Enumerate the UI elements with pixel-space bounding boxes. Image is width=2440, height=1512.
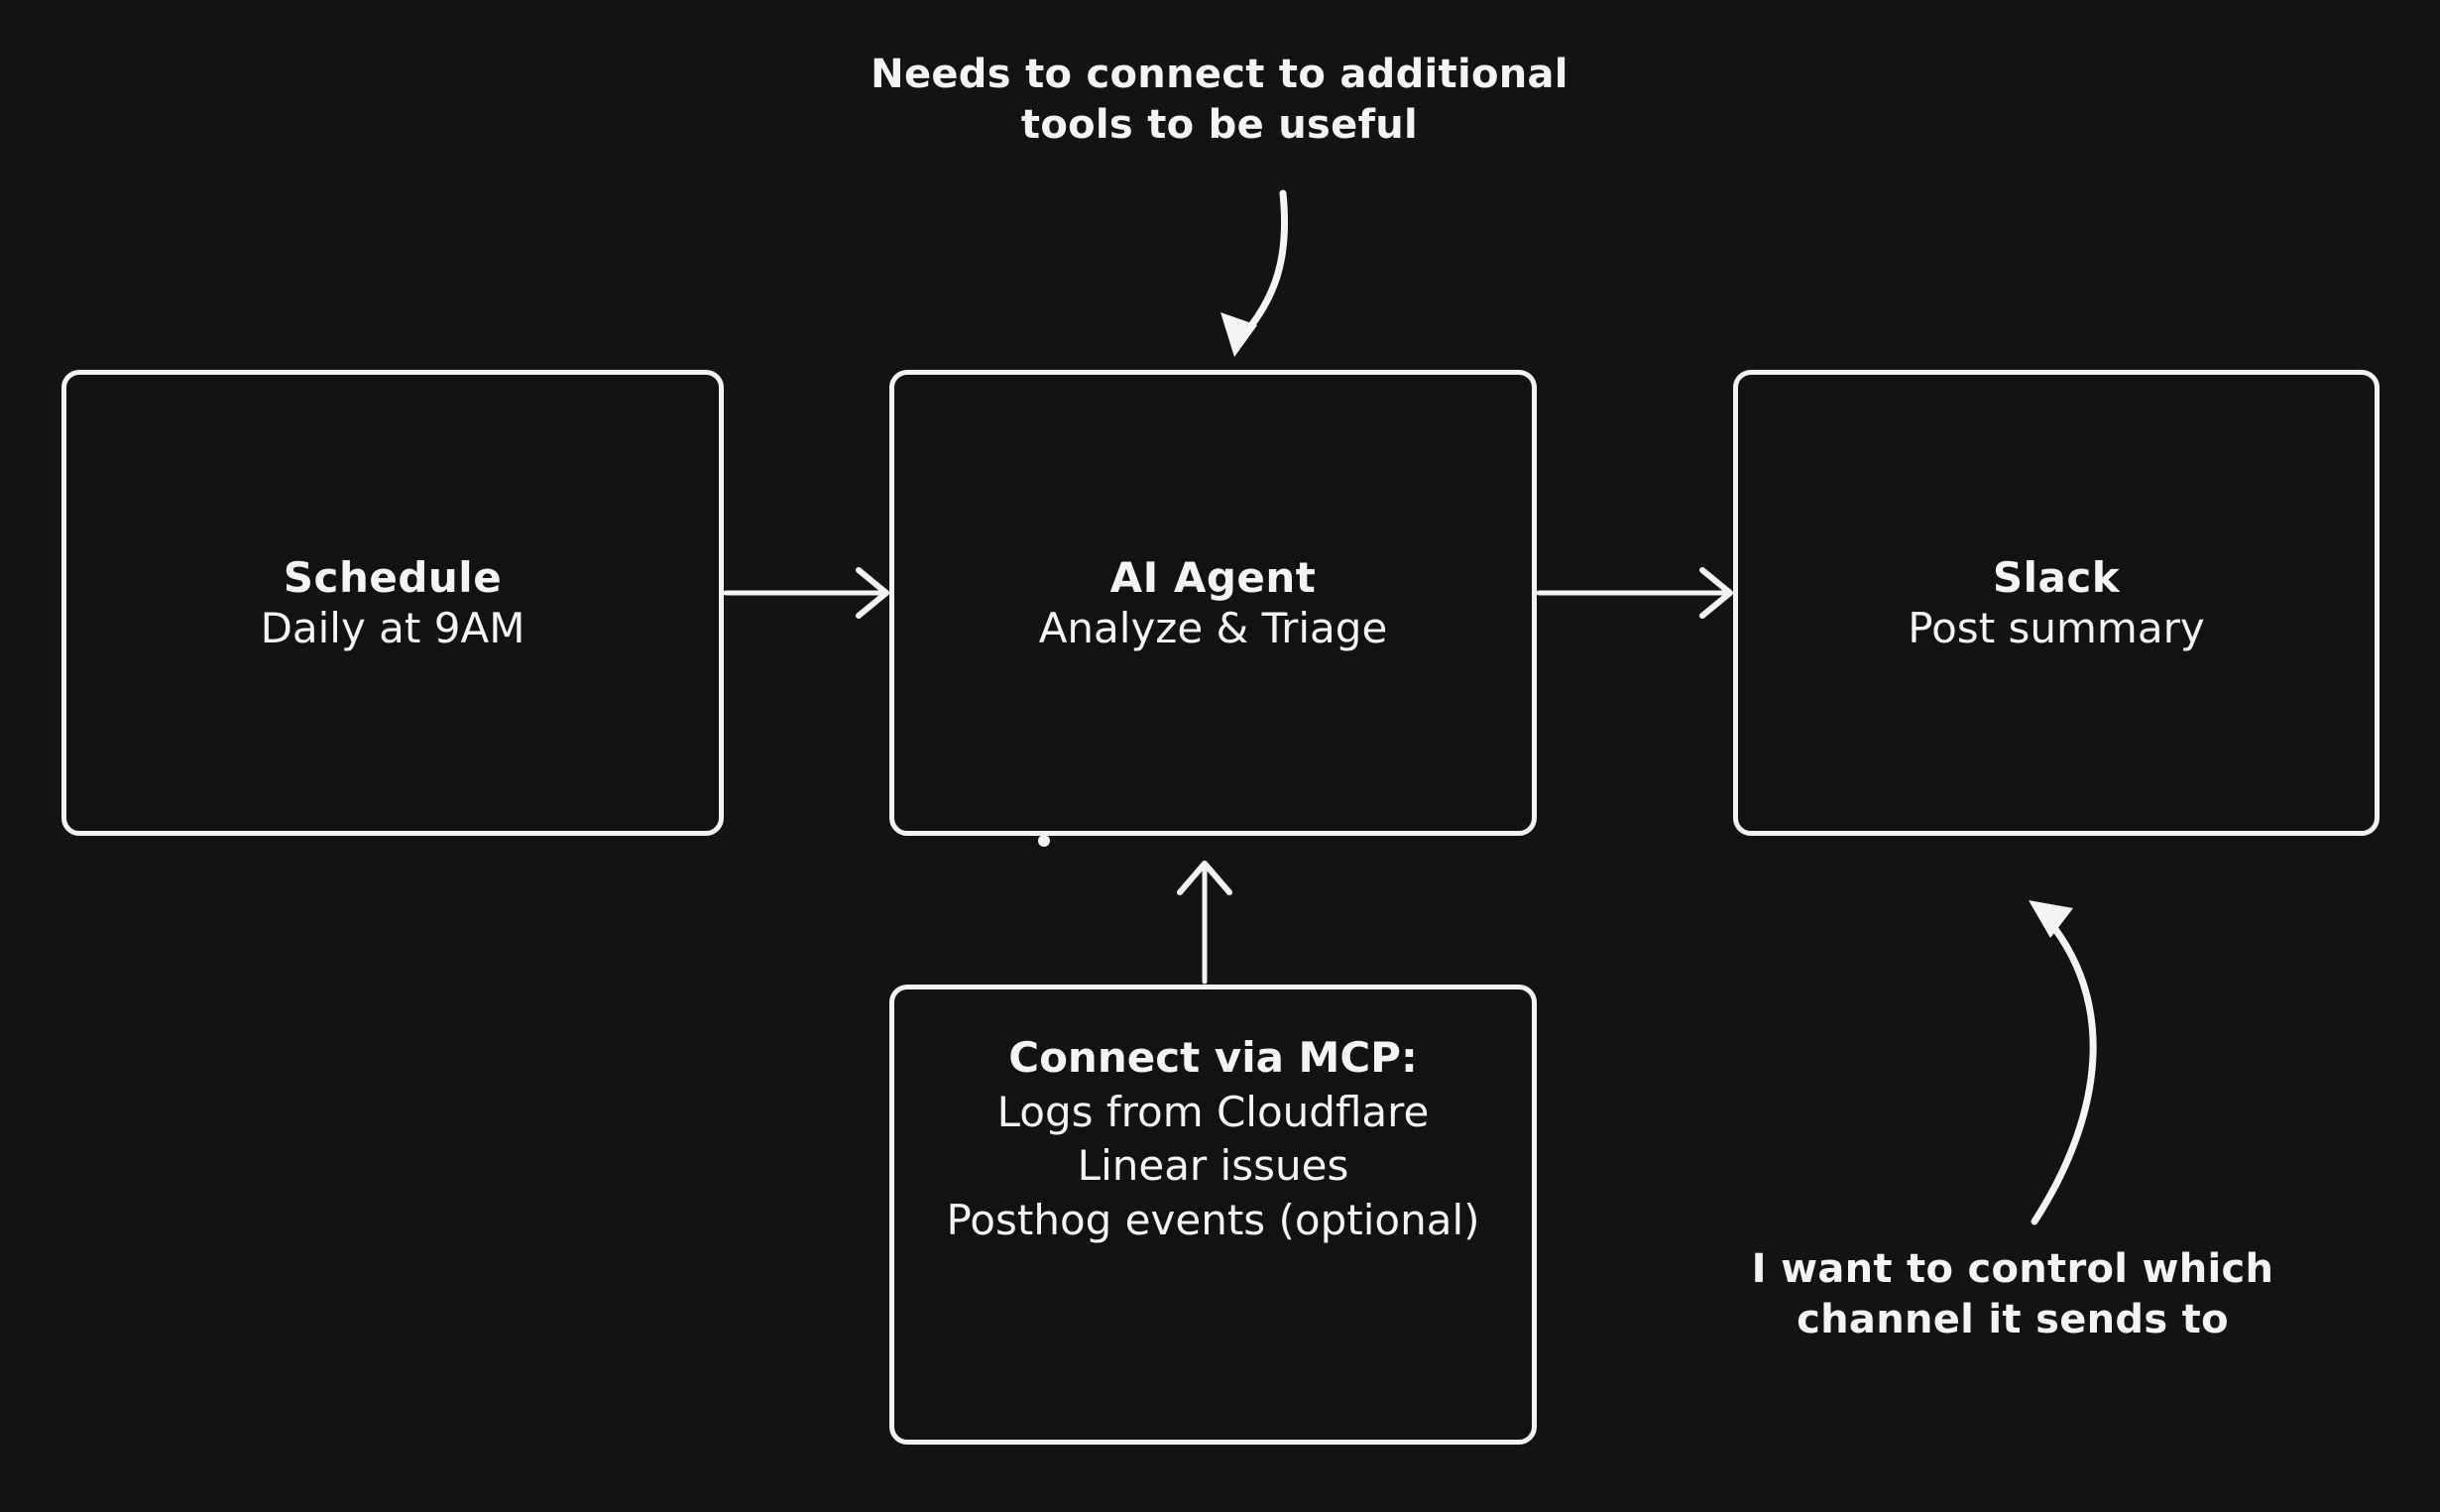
annotation-top-line-1: Needs to connect to additional — [871, 52, 1569, 97]
node-ai-agent[interactable]: AI Agent Analyze & Triage — [889, 370, 1537, 836]
node-slack-subtitle: Post summary — [1908, 604, 2205, 652]
node-schedule[interactable]: Schedule Daily at 9AM — [61, 370, 724, 836]
annotation-top: Needs to connect to additional tools to … — [823, 50, 1616, 151]
node-mcp-line-3: Linear issues — [1077, 1141, 1349, 1191]
annotation-top-arrow — [1220, 189, 1289, 357]
annotation-top-line-2: tools to be useful — [1020, 102, 1419, 149]
annotation-bottom-right-arrow — [2029, 900, 2097, 1225]
annotation-bottom-right: I want to control which channel it sends… — [1666, 1244, 2360, 1345]
node-mcp-line-4: Posthog events (optional) — [946, 1195, 1480, 1244]
node-slack-title: Slack — [1992, 552, 2121, 602]
node-mcp-line-2: Logs from Cloudflare — [996, 1087, 1430, 1136]
node-schedule-title: Schedule — [283, 552, 503, 602]
annotation-bottom-right-line-1: I want to control which — [1751, 1246, 2274, 1292]
node-mcp-line-1: Connect via MCP: — [1008, 1033, 1418, 1082]
edge-ai-agent-to-slack — [1536, 567, 1733, 619]
node-slack[interactable]: Slack Post summary — [1733, 370, 2380, 836]
edge-mcp-to-ai-agent — [1038, 835, 1232, 985]
node-mcp-connections[interactable]: Connect via MCP: Logs from Cloudflare Li… — [889, 985, 1537, 1445]
node-ai-agent-subtitle: Analyze & Triage — [1038, 604, 1388, 652]
node-ai-agent-title: AI Agent — [1109, 552, 1317, 602]
annotation-bottom-right-line-2: channel it sends to — [1797, 1297, 2229, 1343]
node-schedule-subtitle: Daily at 9AM — [260, 604, 525, 652]
edge-schedule-to-ai-agent — [723, 567, 889, 619]
